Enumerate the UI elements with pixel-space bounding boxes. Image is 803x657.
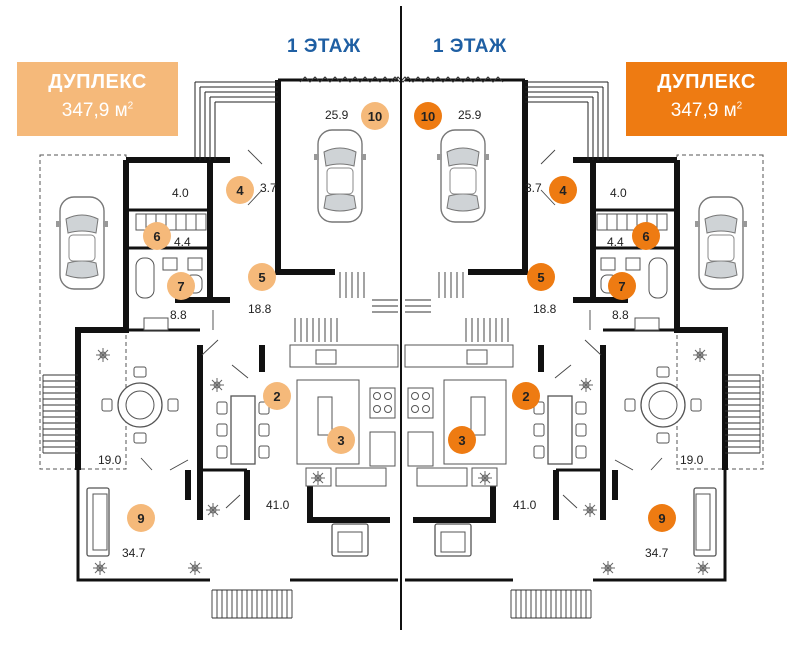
floor-label-left: 1 ЭТАЖ xyxy=(287,36,361,57)
vestibule-area: 3.7 xyxy=(260,181,277,195)
wardrobe-number: 6 xyxy=(153,229,160,244)
vestibule-area-r: 3.7 xyxy=(525,181,542,195)
badge-left-area: 347,9 м xyxy=(61,100,128,121)
wardrobe-number-r: 6 xyxy=(642,229,649,244)
bedroom-area: 19.0 xyxy=(98,453,122,467)
badge-right-title: ДУПЛЕКС xyxy=(657,71,756,93)
unit-right-labels: 10 4 6 5 7 2 3 9 25.9 4.0 3.7 4.4 8.8 18… xyxy=(421,108,704,560)
dining-area: 41.0 xyxy=(266,498,290,512)
badge-right-sup: 2 xyxy=(736,100,743,112)
vestibule-number-r: 4 xyxy=(559,183,567,198)
badge-left-sup: 2 xyxy=(127,100,134,112)
living-number-r: 9 xyxy=(658,511,665,526)
badge-right: ДУПЛЕКС 347,9 м2 xyxy=(626,62,787,136)
storage-area-r: 4.0 xyxy=(610,186,627,200)
hall-area: 18.8 xyxy=(248,302,272,316)
wardrobe-area: 4.4 xyxy=(174,235,191,249)
hall-area-r: 18.8 xyxy=(533,302,557,316)
living-area: 34.7 xyxy=(122,546,146,560)
garage-area: 25.9 xyxy=(325,108,349,122)
bedroom-area-r: 19.0 xyxy=(680,453,704,467)
living-area-r: 34.7 xyxy=(645,546,669,560)
unit-left: 10 4 6 5 7 2 3 9 25.9 4.0 3.7 4.4 8.8 18… xyxy=(39,76,411,619)
garage-car-icon xyxy=(313,129,367,223)
carport-left xyxy=(39,154,127,470)
floor-label-right: 1 ЭТАЖ xyxy=(433,36,507,57)
armchair-icon xyxy=(331,523,369,557)
bathroom-number-r: 7 xyxy=(618,279,625,294)
garage-number: 10 xyxy=(368,109,382,124)
dining-table-icon xyxy=(216,395,270,465)
badge-left-title: ДУПЛЕКС xyxy=(48,71,147,93)
vestibule-number: 4 xyxy=(236,183,244,198)
dining-number: 2 xyxy=(273,389,280,404)
hall-number: 5 xyxy=(258,270,265,285)
round-table-icon xyxy=(101,366,179,444)
living-number: 9 xyxy=(137,511,144,526)
sofa-icon xyxy=(86,487,110,557)
dining-area-r: 41.0 xyxy=(513,498,537,512)
bathroom-number: 7 xyxy=(177,279,184,294)
unit-right xyxy=(392,76,764,619)
bathroom-area-r: 8.8 xyxy=(612,308,629,322)
kitchen-number: 3 xyxy=(337,433,344,448)
bathroom-area: 8.8 xyxy=(170,308,187,322)
wardrobe-area-r: 4.4 xyxy=(607,235,624,249)
stairs-bottom-left xyxy=(211,589,293,619)
car-icon xyxy=(55,196,109,290)
hall-number-r: 5 xyxy=(537,270,544,285)
kitchen-number-r: 3 xyxy=(458,433,465,448)
garage-area-r: 25.9 xyxy=(458,108,482,122)
dining-number-r: 2 xyxy=(522,389,529,404)
garage-number-r: 10 xyxy=(421,109,435,124)
badge-right-area: 347,9 м xyxy=(670,100,737,121)
storage-area: 4.0 xyxy=(172,186,189,200)
badge-left: ДУПЛЕКС 347,9 м2 xyxy=(17,62,178,136)
